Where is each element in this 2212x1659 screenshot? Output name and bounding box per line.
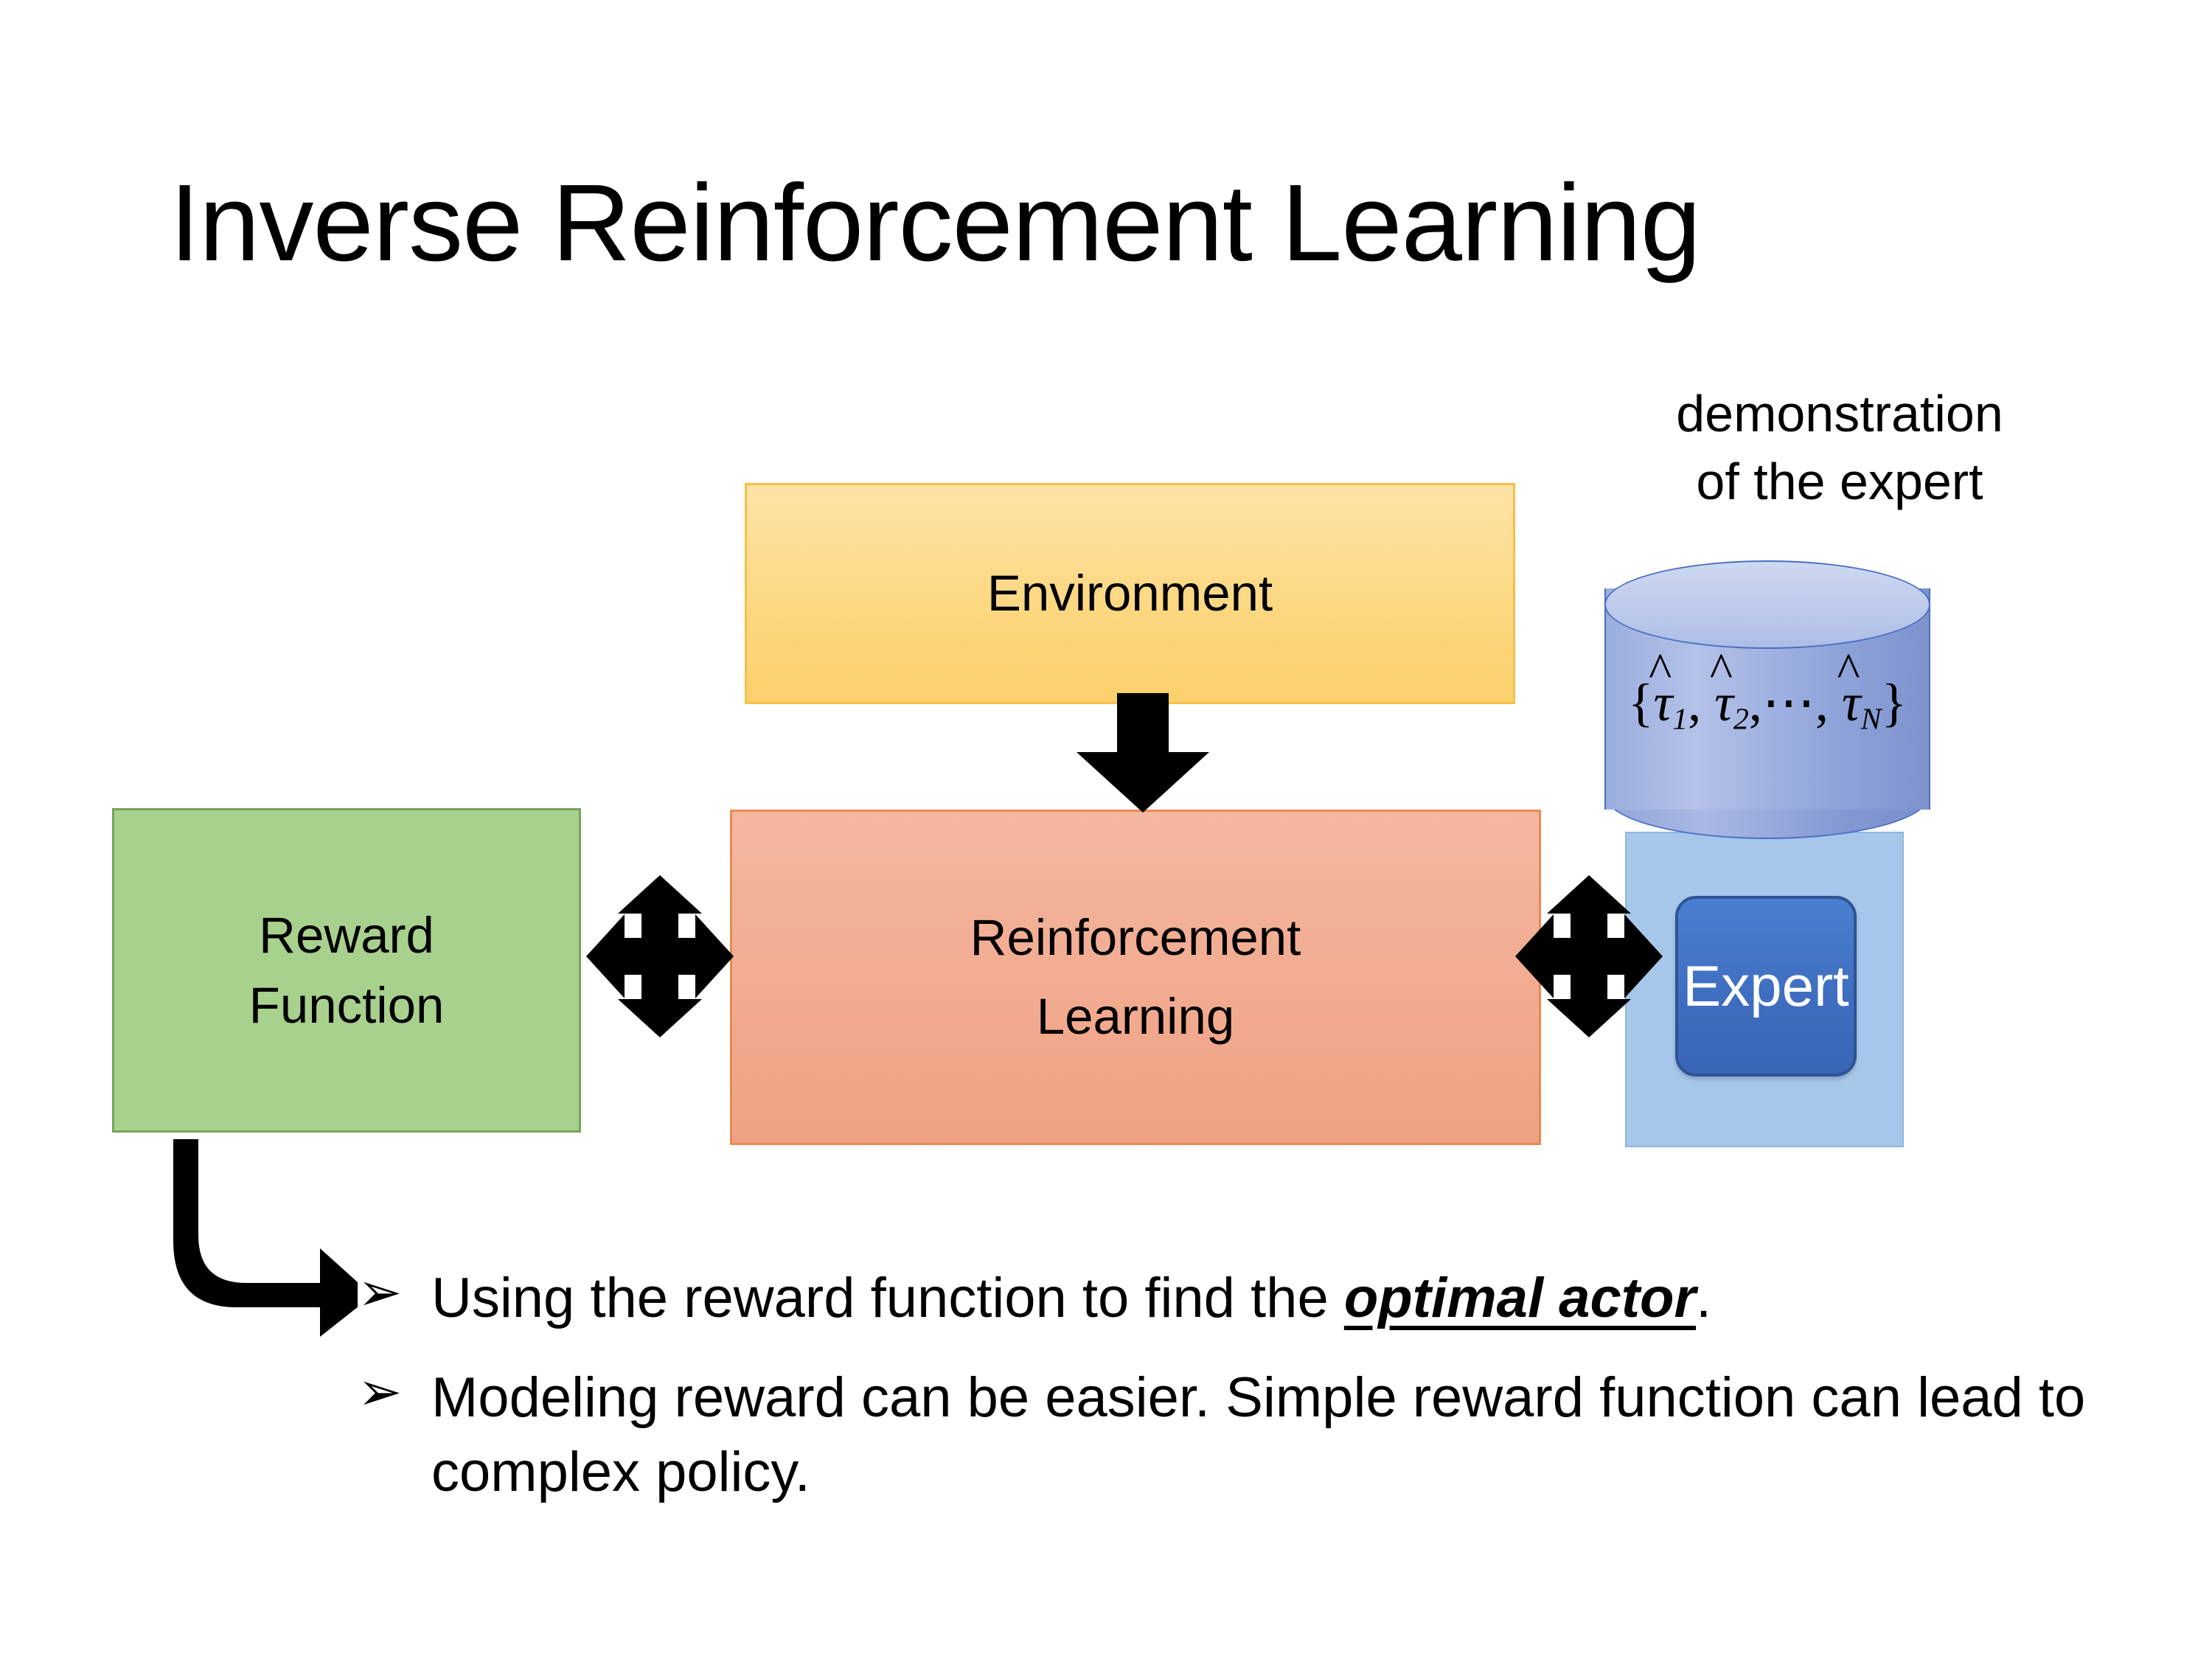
demonstration-cylinder: {τ1, τ2,⋯, τN} bbox=[1604, 560, 1930, 839]
formula-tau-1: τ bbox=[1654, 672, 1673, 734]
bullet-list: ➢ Using the reward function to find the o… bbox=[358, 1261, 2127, 1534]
page-title: Inverse Reinforcement Learning bbox=[170, 162, 1701, 284]
bullet-item-2: ➢ Modeling reward can be easier. Simple r… bbox=[358, 1360, 2127, 1509]
reinforcement-learning-line1: Reinforcement bbox=[970, 908, 1301, 966]
environment-node[interactable]: Environment bbox=[745, 483, 1515, 704]
bullet-1-text-before: Using the reward function to find the bbox=[431, 1267, 1344, 1329]
reinforcement-learning-line2: Learning bbox=[1036, 987, 1235, 1045]
formula-comma-2: , bbox=[1748, 673, 1762, 732]
formula-tau-n: τ bbox=[1842, 672, 1861, 734]
four-way-arrow-icon bbox=[586, 875, 734, 1037]
reward-function-label: Reward Function bbox=[249, 900, 445, 1040]
formula-comma-1: , bbox=[1688, 673, 1702, 732]
formula-sub-1: 1 bbox=[1672, 702, 1688, 737]
reward-function-line1: Reward bbox=[259, 906, 434, 964]
reward-function-line2: Function bbox=[248, 977, 445, 1034]
trajectory-set-formula: {τ1, τ2,⋯, τN} bbox=[1604, 671, 1930, 737]
bullet-2-text: Modeling reward can be easier. Simple re… bbox=[431, 1366, 2086, 1504]
bullet-marker-icon: ➢ bbox=[358, 1263, 403, 1322]
reinforcement-learning-label: Reinforcement Learning bbox=[970, 899, 1301, 1057]
down-arrow-icon bbox=[1077, 693, 1209, 813]
bullet-1-emphasis: optimal actor bbox=[1343, 1267, 1697, 1329]
reward-function-node[interactable]: Reward Function bbox=[112, 808, 581, 1133]
formula-sub-n: N bbox=[1860, 702, 1882, 737]
demonstration-caption-line2: of the expert bbox=[1696, 453, 1983, 511]
reinforcement-learning-node[interactable]: Reinforcement Learning bbox=[730, 810, 1541, 1145]
formula-ellipsis: ⋯ bbox=[1761, 673, 1815, 732]
formula-comma-3: , bbox=[1815, 673, 1829, 732]
bullet-1-text-after: . bbox=[1696, 1267, 1712, 1329]
expert-node[interactable]: Expert bbox=[1675, 896, 1857, 1077]
expert-label: Expert bbox=[1683, 953, 1849, 1018]
bullet-marker-icon: ➢ bbox=[358, 1363, 403, 1422]
formula-sub-2: 2 bbox=[1733, 702, 1749, 737]
formula-tau-2: τ bbox=[1714, 672, 1733, 734]
formula-close-brace: } bbox=[1881, 673, 1907, 732]
demonstration-caption: demonstration of the expert bbox=[1615, 380, 2065, 516]
cylinder-top-ellipse bbox=[1604, 560, 1930, 649]
environment-label: Environment bbox=[987, 564, 1273, 622]
bent-arrow-icon bbox=[173, 1139, 358, 1337]
four-way-arrow-icon bbox=[1515, 875, 1663, 1037]
bullet-item-1: ➢ Using the reward function to find the o… bbox=[358, 1261, 2127, 1335]
demonstration-caption-line1: demonstration bbox=[1676, 385, 2003, 442]
